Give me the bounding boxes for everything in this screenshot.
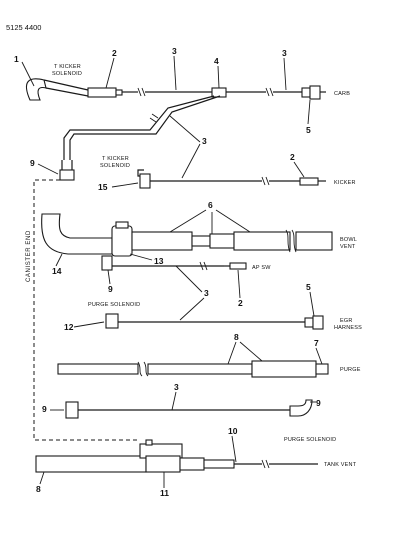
- callout-3a: 3: [172, 46, 177, 56]
- line-break-1: [137, 87, 146, 97]
- purge-hose-mid: [147, 363, 253, 375]
- tee-fitting-4: [211, 87, 227, 98]
- line-break-5: [285, 229, 297, 253]
- connector-2-tip: [115, 89, 123, 96]
- line-break-8: [261, 459, 270, 469]
- callout-9c: 9: [42, 404, 47, 414]
- elbow-hose-1: [26, 78, 47, 101]
- fitting-9-top: [59, 169, 75, 181]
- fitting-5-collar: [301, 87, 311, 98]
- label-tank-vent: TANK VENT: [324, 462, 357, 468]
- label-ap-sw: AP SW: [252, 265, 271, 271]
- callout-1: 1: [14, 54, 19, 64]
- label-egr: EGR: [340, 318, 353, 324]
- label-purge-solenoid-top: PURGE SOLENOID: [88, 302, 140, 308]
- callout-11: 11: [160, 488, 169, 498]
- line-break-6: [199, 261, 208, 271]
- callout-3d: 3: [204, 288, 209, 298]
- hose-assembly-egr: [105, 313, 324, 330]
- fitting-5b-collar: [304, 317, 314, 328]
- hose-assembly-bowl-vent: [41, 213, 333, 271]
- branch-hose-to-canister: [63, 95, 215, 160]
- branch-hose-outline: [69, 95, 221, 160]
- label-kicker: KICKER: [334, 180, 356, 186]
- label-harness: HARNESS: [334, 325, 362, 331]
- large-hose-6e: [295, 231, 333, 251]
- callout-3e: 3: [174, 382, 179, 392]
- document-number: 5125 4400: [6, 23, 41, 32]
- hose-assembly-purge: [57, 360, 329, 378]
- fitting-5: [309, 85, 321, 100]
- callout-10: 10: [228, 426, 238, 436]
- hose-assembly-purge-solenoid: [65, 399, 313, 419]
- hose-assembly-carb: [26, 78, 326, 181]
- large-hose-6d: [233, 231, 291, 251]
- label-t-kicker-2: T KICKER: [102, 156, 129, 162]
- callout-2a: 2: [112, 48, 117, 58]
- callout-2c: 2: [238, 298, 243, 308]
- canister-end-dashed-route: [33, 179, 140, 441]
- fitting-5b: [312, 315, 324, 330]
- label-t-kicker-1: T KICKER: [54, 64, 81, 70]
- label-canister-end: CANISTER END: [26, 230, 32, 282]
- connector-2c: [229, 262, 247, 270]
- callout-9a: 9: [30, 158, 35, 168]
- callout-14: 14: [52, 266, 62, 276]
- callout-3b: 3: [282, 48, 287, 58]
- tank-vent-reducer: [179, 457, 205, 471]
- label-solenoid-2: SOLENOID: [100, 163, 130, 169]
- elbow-hose-body: [43, 79, 89, 97]
- canister-elbow-14: [41, 213, 113, 255]
- line-break-4: [261, 176, 270, 186]
- callout-5b: 5: [306, 282, 311, 292]
- callout-9d: 9: [316, 398, 321, 408]
- tank-vent-coupler: [203, 459, 235, 469]
- canister-valve-13: [111, 225, 133, 257]
- callout-13: 13: [154, 256, 164, 266]
- canister-valve-cap: [115, 221, 129, 229]
- callout-9b: 9: [108, 284, 113, 294]
- purge-hose-small: [57, 363, 139, 375]
- fitting-9d-elbow: [289, 399, 313, 417]
- hose-assembly-tank-vent: [35, 439, 318, 473]
- callout-3c: 3: [202, 136, 207, 146]
- purge-fitting-7: [315, 363, 329, 375]
- purge-hose-large: [251, 360, 317, 378]
- callout-8b: 8: [36, 484, 41, 494]
- label-purge-solenoid-bottom: PURGE SOLENOID: [284, 437, 336, 443]
- tank-vent-valve-nipple: [145, 439, 153, 446]
- hose-assembly-kicker: [137, 169, 326, 189]
- large-hose-6a: [131, 231, 193, 251]
- line-break-7: [137, 361, 149, 377]
- tank-vent-valve-body: [145, 455, 181, 473]
- label-bowl: BOWL: [340, 237, 357, 243]
- callout-5a: 5: [306, 125, 311, 135]
- coupler-6b: [191, 235, 211, 247]
- callout-7: 7: [314, 338, 319, 348]
- callout-6: 6: [208, 200, 213, 210]
- label-solenoid-1: SOLENOID: [52, 71, 82, 77]
- callout-15: 15: [98, 182, 108, 192]
- callout-12: 12: [64, 322, 74, 332]
- callout-4: 4: [214, 56, 219, 66]
- line-break-3: [149, 113, 159, 123]
- connector-2: [87, 87, 117, 98]
- fitting-9b: [101, 255, 113, 271]
- callout-8a: 8: [234, 332, 239, 342]
- purge-solenoid-fitting-12: [105, 313, 119, 329]
- solenoid-fitting-15: [139, 173, 151, 189]
- line-break-2: [265, 87, 274, 97]
- connector-2b: [299, 177, 319, 186]
- coupler-6c: [209, 233, 235, 249]
- label-vent: VENT: [340, 244, 356, 250]
- label-purge: PURGE: [340, 367, 361, 373]
- label-carb: CARB: [334, 91, 350, 97]
- tank-vent-hose-8: [35, 455, 147, 473]
- fitting-9c: [65, 401, 79, 419]
- callout-2b: 2: [290, 152, 295, 162]
